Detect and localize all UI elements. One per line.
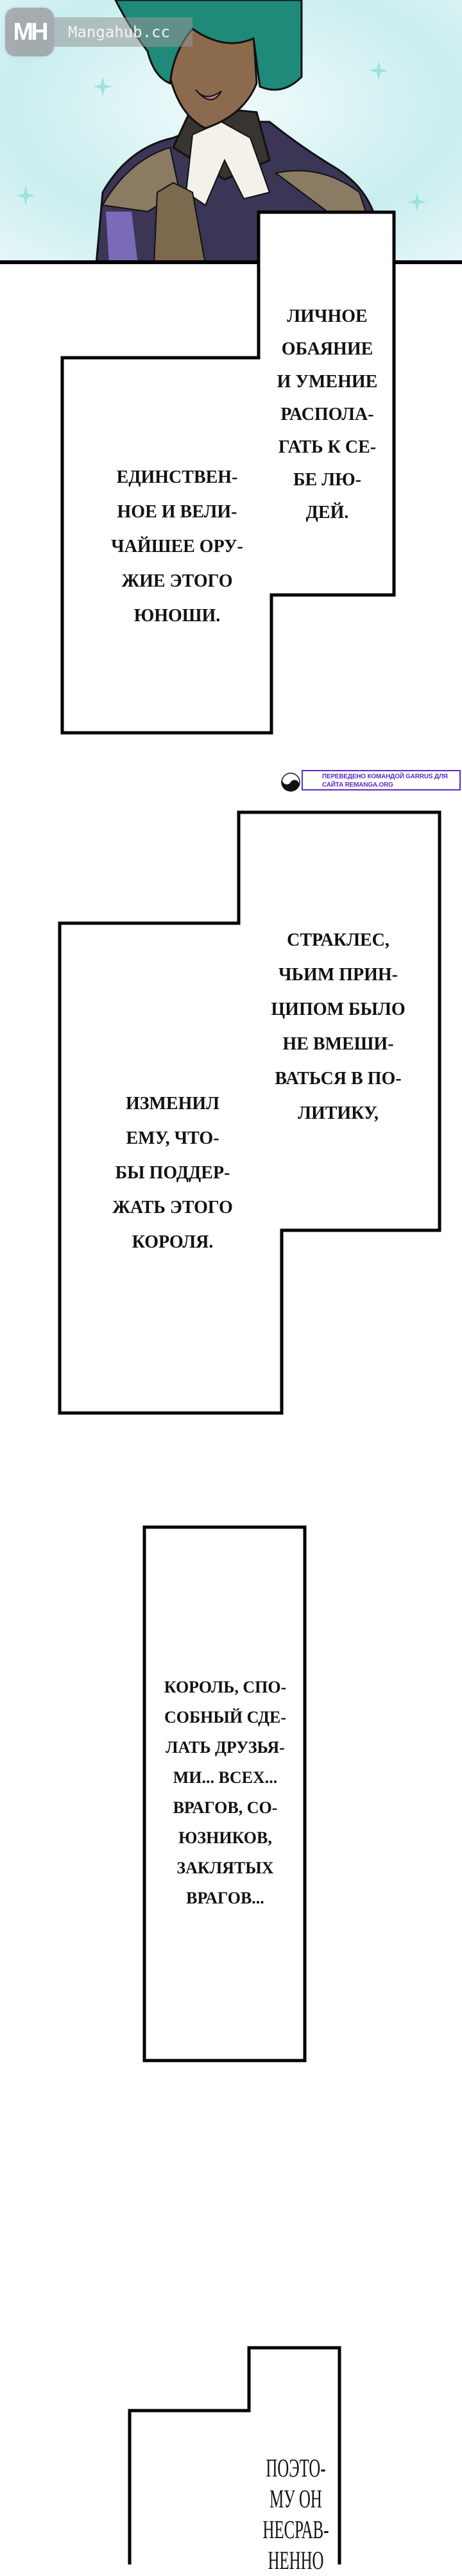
caption-box-3-text: СТРАКЛЕС, ЧЬИМ ПРИН- ЦИПОМ БЫЛО НЕ ВМЕШИ…: [271, 923, 405, 1131]
caption-line: РАСПОЛА-: [280, 405, 374, 424]
caption-line: ЖИЕ ЭТОГО: [121, 571, 233, 591]
caption-line: НЕННО: [268, 2546, 324, 2575]
caption-line: НЕСРАВ-: [262, 2515, 329, 2544]
caption-line: ЗАКЛЯТЫХ: [176, 1859, 274, 1877]
caption-line: ДЕЙ.: [305, 503, 349, 523]
caption-box-3-4: [58, 810, 441, 1415]
caption-line: КОРОЛЬ, СПО-: [164, 1678, 287, 1696]
caption-line: МИ... ВСЕХ...: [173, 1768, 278, 1787]
caption-line: КОРОЛЯ.: [132, 1232, 214, 1252]
caption-line: ИЗМЕНИЛ: [125, 1094, 220, 1114]
caption-line: ВРАГОВ, СО-: [173, 1798, 278, 1817]
caption-line: СОБНЫЙ СДЕ-: [164, 1708, 287, 1727]
caption-line: ВАТЬСЯ В ПО-: [275, 1069, 402, 1089]
caption-line: ЛИТИКУ,: [298, 1103, 379, 1123]
caption-box-1-2: [60, 210, 396, 735]
translator-credit-banner: ПЕРЕВЕДЕНО КОМАНДОЙ GARRUS ДЛЯ САЙТА REM…: [302, 770, 461, 790]
caption-box-7-text: ПОЭТО- МУ ОН НЕСРАВ- НЕННО: [243, 2453, 349, 2576]
caption-line: НЕ ВМЕШИ-: [282, 1034, 394, 1054]
credit-line-1: ПЕРЕВЕДЕНО КОМАНДОЙ GARRUS ДЛЯ: [322, 773, 448, 780]
caption-box-5: [142, 1525, 307, 2062]
caption-line: ЦИПОМ БЫЛО: [271, 999, 406, 1019]
caption-box-1-text: ЛИЧНОЕ ОБАЯНИЕ И УМЕНИЕ РАСПОЛА- ГАТЬ К …: [277, 300, 378, 529]
caption-line: ОБАЯНИЕ: [281, 339, 373, 359]
caption-line: ЕДИНСТВЕН-: [116, 467, 238, 487]
caption-line: ЧЬИМ ПРИН-: [278, 965, 398, 985]
caption-line: ПОЭТО-: [266, 2454, 326, 2482]
caption-line: ЖАТЬ ЭТОГО: [112, 1198, 233, 1217]
caption-box-5-text: КОРОЛЬ, СПО- СОБНЫЙ СДЕ- ЛАТЬ ДРУЗЬЯ- МИ…: [164, 1672, 287, 1913]
watermark-logo: MH: [5, 8, 54, 56]
caption-line: ЮЗНИКОВ,: [178, 1828, 272, 1847]
caption-box-2-text: ЕДИНСТВЕН- НОЕ И ВЕЛИ- ЧАЙШЕЕ ОРУ- ЖИЕ Э…: [111, 460, 243, 633]
caption-line: БЕ ЛЮ-: [293, 470, 361, 490]
caption-line: ЛИЧНОЕ: [287, 306, 368, 326]
caption-line: СТРАКЛЕС,: [287, 930, 389, 950]
caption-line: ЛАТЬ ДРУЗЬЯ-: [166, 1738, 285, 1757]
caption-line: БЫ ПОДДЕР-: [115, 1163, 230, 1183]
caption-box-6-7: [128, 2346, 341, 2564]
yin-yang-icon: [281, 773, 300, 792]
credit-line-2: САЙТА REMANGA.ORG: [322, 782, 393, 789]
caption-line: ЮНОШИ.: [133, 606, 221, 626]
caption-line: ГАТЬ К СЕ-: [278, 437, 377, 457]
caption-box-4-text: ИЗМЕНИЛ ЕМУ, ЧТО- БЫ ПОДДЕР- ЖАТЬ ЭТОГО …: [112, 1087, 233, 1260]
caption-line: ЧАЙШЕЕ ОРУ-: [111, 537, 243, 556]
caption-line: МУ ОН: [270, 2484, 322, 2513]
caption-line: ЕМУ, ЧТО-: [126, 1128, 219, 1148]
caption-line: НОЕ И ВЕЛИ-: [117, 502, 237, 522]
caption-line: И УМЕНИЕ: [277, 372, 378, 392]
watermark-site-name: Mangahub.cc: [54, 17, 193, 47]
caption-line: ВРАГОВ...: [186, 1889, 264, 1907]
